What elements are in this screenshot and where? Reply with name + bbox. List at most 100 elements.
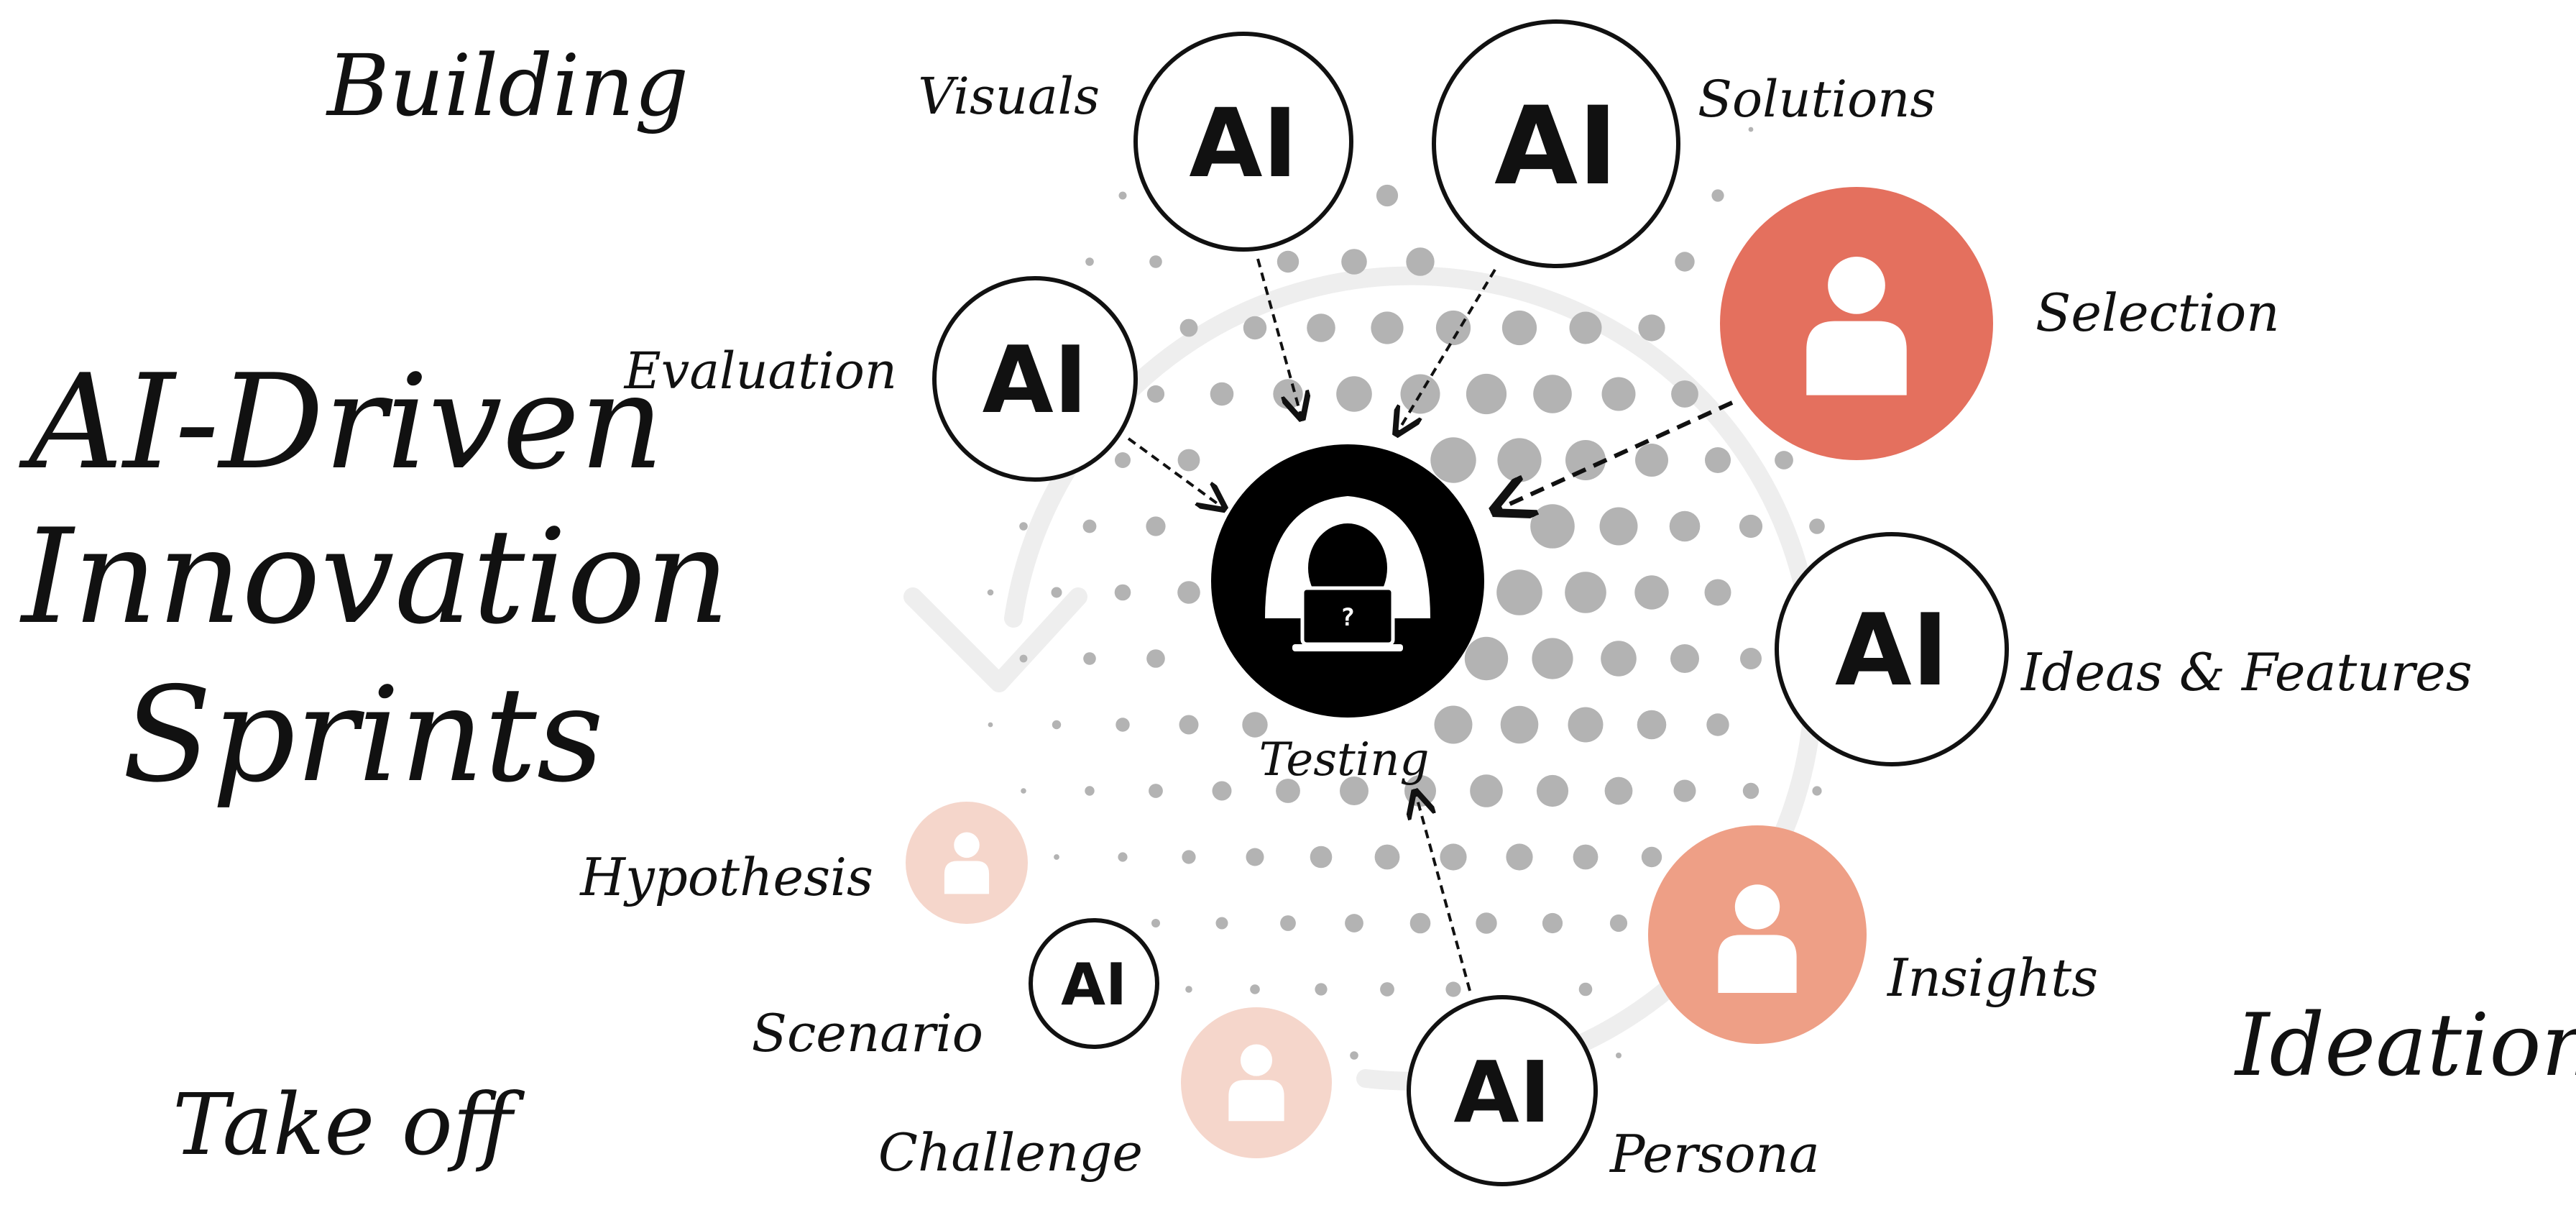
halftone-dot bbox=[1310, 846, 1333, 869]
halftone-dot bbox=[1812, 786, 1822, 796]
halftone-dot bbox=[1177, 581, 1200, 604]
halftone-dot bbox=[1775, 451, 1793, 469]
label-scenario: Scenario bbox=[752, 1003, 983, 1063]
halftone-dot bbox=[1706, 713, 1729, 736]
halftone-dot bbox=[1021, 788, 1026, 794]
halftone-dot bbox=[1569, 311, 1602, 344]
halftone-dot bbox=[1704, 579, 1731, 606]
halftone-dot bbox=[1019, 654, 1028, 663]
halftone-dot bbox=[1085, 786, 1095, 796]
halftone-dot bbox=[1146, 649, 1165, 668]
halftone-dot bbox=[1380, 982, 1394, 996]
phase-building: Building bbox=[326, 36, 689, 135]
halftone-dot bbox=[1177, 449, 1200, 472]
ai-node-persona: AI bbox=[1407, 995, 1598, 1186]
halftone-dot bbox=[1573, 844, 1598, 870]
phase-take-off: Take off bbox=[172, 1075, 525, 1174]
halftone-dot bbox=[1019, 522, 1028, 531]
halftone-dot bbox=[1146, 385, 1165, 403]
halftone-dot bbox=[1341, 249, 1367, 275]
cycle-arrow bbox=[903, 266, 1823, 1091]
halftone-dot bbox=[1445, 981, 1461, 997]
phase-labels: Building Ideation Take off bbox=[172, 36, 2576, 1174]
halftone-dot bbox=[1350, 1051, 1358, 1060]
halftone-dot bbox=[1376, 184, 1399, 207]
halftone-dot bbox=[1083, 652, 1096, 665]
halftone-dot bbox=[1466, 373, 1507, 415]
halftone-dot bbox=[1212, 781, 1232, 801]
label-selection: Selection bbox=[2036, 283, 2280, 343]
halftone-dot bbox=[1578, 982, 1593, 996]
label-solutions: Solutions bbox=[1698, 70, 1936, 129]
phase-ideation: Ideation bbox=[2234, 996, 2576, 1096]
halftone-dot bbox=[987, 589, 994, 596]
arrow-visuals-to-testing bbox=[1256, 258, 1301, 416]
halftone-dot bbox=[1638, 314, 1665, 342]
halftone-dot bbox=[1635, 444, 1668, 477]
ai-node-scenario: AI bbox=[1029, 918, 1159, 1049]
halftone-dot bbox=[1506, 843, 1533, 871]
halftone-dot bbox=[1054, 854, 1059, 860]
halftone-dot bbox=[1670, 644, 1699, 673]
testing-node: ? Testing bbox=[1211, 444, 1484, 787]
ai-badge-text: AI bbox=[1061, 951, 1127, 1018]
title-line-1: AI-Driven bbox=[19, 346, 664, 498]
halftone-dot bbox=[1182, 850, 1196, 864]
halftone-dot bbox=[1641, 846, 1662, 868]
halftone-dot bbox=[1307, 313, 1335, 342]
ai-badge-text: AI bbox=[1453, 1043, 1550, 1142]
halftone-dot bbox=[1669, 510, 1701, 542]
node-labels: Visuals Solutions Evaluation Selection I… bbox=[579, 67, 2472, 1184]
label-challenge: Challenge bbox=[878, 1122, 1143, 1183]
halftone-dot bbox=[1601, 641, 1637, 677]
halftone-dot bbox=[1464, 636, 1509, 681]
connector-arrows bbox=[1127, 258, 1734, 991]
halftone-dot bbox=[1634, 575, 1669, 610]
testing-label: Testing bbox=[1259, 733, 1430, 787]
halftone-dot bbox=[1809, 518, 1825, 534]
arrow-evaluation-to-testing bbox=[1127, 437, 1222, 507]
halftone-dot bbox=[1149, 784, 1163, 798]
halftone-dot bbox=[1276, 250, 1300, 273]
title-line-3: Sprints bbox=[122, 659, 604, 811]
halftone-dot bbox=[1114, 584, 1131, 601]
halftone-dot bbox=[1440, 843, 1467, 871]
halftone-dot bbox=[1210, 382, 1234, 406]
halftone-dot bbox=[1215, 917, 1228, 930]
halftone-dot bbox=[1532, 638, 1573, 679]
halftone-dot bbox=[1185, 986, 1192, 993]
halftone-dot bbox=[1151, 919, 1160, 927]
halftone-dot bbox=[1604, 776, 1633, 805]
label-visuals: Visuals bbox=[918, 67, 1100, 126]
halftone-dot bbox=[1345, 914, 1363, 933]
halftone-dot bbox=[1533, 375, 1572, 413]
halftone-dot bbox=[1637, 710, 1667, 740]
halftone-dot bbox=[1740, 648, 1762, 669]
human-node-selection bbox=[1720, 187, 1993, 460]
halftone-dot bbox=[1748, 127, 1754, 132]
ai-node-evaluation: AI bbox=[932, 276, 1138, 482]
halftone-dot bbox=[1243, 316, 1267, 340]
human-node-hypothesis bbox=[906, 802, 1028, 924]
halftone-dot bbox=[1116, 718, 1130, 732]
halftone-dot bbox=[1149, 255, 1162, 268]
halftone-dot bbox=[1497, 438, 1542, 482]
human-node-challenge bbox=[1181, 1007, 1332, 1158]
halftone-dot bbox=[1435, 310, 1471, 346]
halftone-dot bbox=[1500, 705, 1539, 744]
halftone-dot bbox=[1336, 376, 1372, 412]
svg-text:?: ? bbox=[1340, 603, 1355, 632]
arrow-persona-to-testing bbox=[1416, 794, 1471, 991]
halftone-dot bbox=[1742, 782, 1760, 799]
halftone-dot bbox=[1409, 912, 1431, 934]
halftone-dot bbox=[1601, 377, 1636, 411]
halftone-dot bbox=[1051, 587, 1062, 598]
halftone-dot bbox=[1374, 844, 1400, 870]
halftone-dot bbox=[1430, 437, 1476, 483]
hooded-hacker-laptop-icon: ? bbox=[1265, 496, 1430, 651]
ai-badge-text: AI bbox=[1189, 88, 1297, 199]
label-ideas-features: Ideas & Features bbox=[2020, 642, 2472, 702]
halftone-dot bbox=[1246, 848, 1264, 866]
